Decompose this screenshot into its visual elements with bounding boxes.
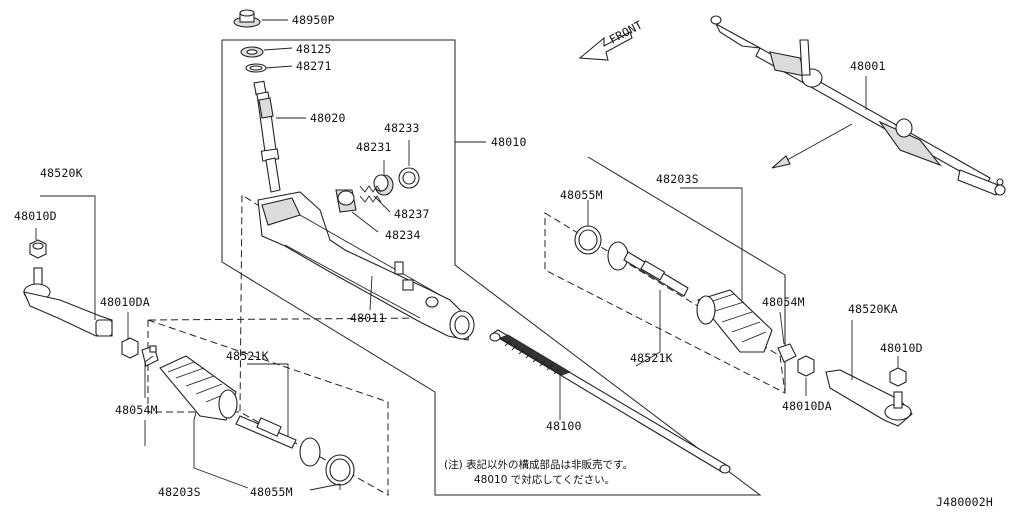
dust-cover-48950p	[233, 9, 261, 28]
left-nut-48010d	[29, 239, 47, 259]
plug-48231	[373, 174, 394, 196]
left-clamp-48055m	[325, 454, 355, 486]
label-48011: 48011	[350, 311, 386, 325]
ring-48271	[245, 63, 267, 73]
label-48020: 48020	[310, 111, 346, 125]
right-boot-frame	[587, 156, 786, 392]
left-boot-dashed-frame-2	[147, 320, 240, 413]
steering-gear-assembly-48001	[710, 15, 1006, 196]
seal-48125	[240, 46, 264, 58]
label-48231: 48231	[356, 140, 392, 154]
spring-48237	[359, 185, 382, 203]
label-48233: 48233	[384, 121, 420, 135]
left-boot-48203s	[159, 355, 238, 421]
front-arrow-icon	[578, 31, 633, 61]
right-tie-rod-end-48520ka	[825, 369, 913, 427]
right-nut-48010da	[797, 355, 815, 377]
right-nut-48010d	[889, 367, 907, 387]
label-48271: 48271	[296, 59, 332, 73]
label-48234: 48234	[385, 228, 421, 242]
label-right-48521k: 48521K	[630, 351, 673, 365]
direction-arrow-icon	[771, 123, 853, 169]
label-left-48055m: 48055M	[250, 485, 293, 499]
diagram-id: J480002H	[936, 495, 993, 509]
label-left-48203s: 48203S	[158, 485, 201, 499]
label-right-48203s: 48203S	[656, 172, 699, 186]
label-right-48010d: 48010D	[880, 341, 923, 355]
right-boot-dashed-frame	[544, 212, 786, 394]
label-left-48520k: 48520K	[40, 166, 83, 180]
left-inner-socket-48521k	[235, 415, 321, 467]
cap-48233	[398, 167, 420, 189]
leader-lines	[35, 19, 899, 491]
label-left-48010da: 48010DA	[100, 295, 150, 309]
label-right-48010da: 48010DA	[782, 399, 832, 413]
left-tie-rod-end-48520k	[23, 267, 113, 337]
left-clamp-48054m	[141, 345, 159, 367]
right-clamp-48055m	[574, 225, 602, 255]
label-left-48054m: 48054M	[115, 403, 158, 417]
rack-bar-48100	[489, 329, 731, 474]
label-left-48010d: 48010D	[14, 209, 57, 223]
right-boot-48203s	[696, 289, 773, 353]
label-right-48520ka: 48520KA	[848, 302, 898, 316]
label-left-48521k: 48521K	[226, 349, 269, 363]
left-nut-48010da	[121, 337, 139, 359]
note-line-2: 48010 で対応してください。	[474, 473, 615, 486]
label-48125: 48125	[296, 42, 332, 56]
label-48100: 48100	[546, 419, 582, 433]
yoke-48234	[335, 189, 357, 213]
gear-housing-48011	[257, 191, 475, 341]
right-clamp-48054m	[777, 343, 797, 363]
label-48950p: 48950P	[292, 13, 335, 27]
pinion-48020	[253, 80, 281, 193]
note-line-1: (注) 表記以外の構成部品は非販売です。	[444, 458, 633, 471]
label-48001: 48001	[850, 59, 886, 73]
right-inner-socket-48521k	[607, 241, 689, 297]
label-right-48055m: 48055M	[560, 188, 603, 202]
label-front: FRONT	[607, 18, 645, 47]
label-48010: 48010	[491, 135, 527, 149]
main-assembly-frame	[221, 39, 762, 496]
label-48237: 48237	[394, 207, 430, 221]
label-right-48054m: 48054M	[762, 295, 805, 309]
